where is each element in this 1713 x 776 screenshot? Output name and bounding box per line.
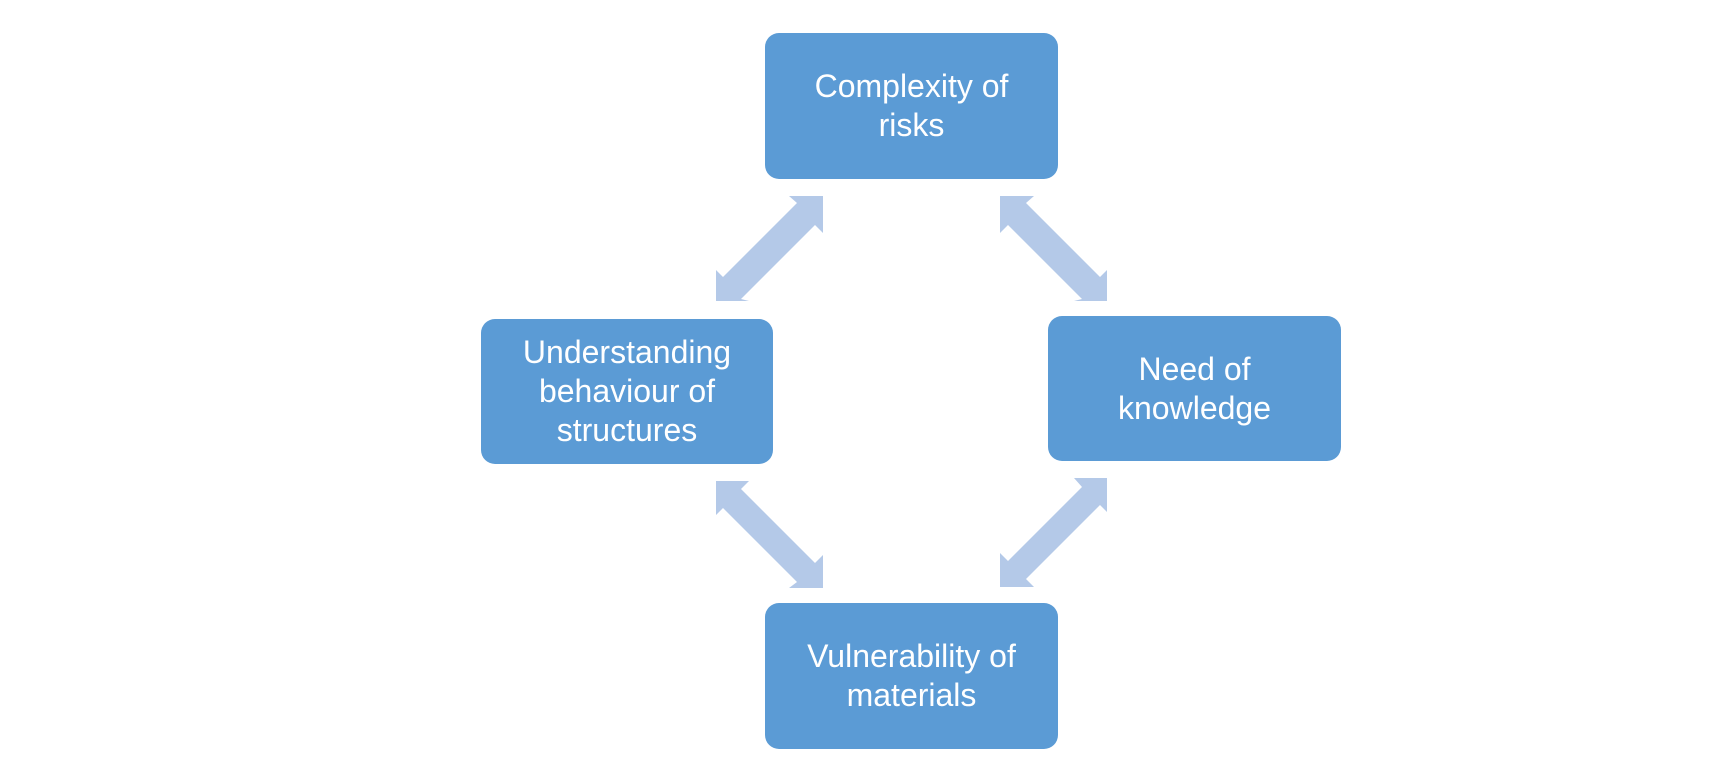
node-label-top: Complexity of risks	[814, 68, 1009, 143]
node-understanding-behaviour: Understanding behaviour of structures	[481, 319, 773, 464]
arrow-top-right	[1000, 196, 1107, 301]
node-label-right: Need of knowledge	[1118, 350, 1271, 426]
node-vulnerability-of-materials: Vulnerability of materials	[765, 603, 1058, 749]
node-label-bottom: Vulnerability of materials	[807, 638, 1016, 713]
arrow-left-bottom	[716, 481, 823, 588]
arrow-top-left	[716, 196, 823, 301]
node-label-left: Understanding behaviour of structures	[522, 334, 732, 448]
node-need-of-knowledge: Need of knowledge	[1048, 316, 1341, 461]
arrow-right-bottom	[1000, 478, 1107, 587]
node-complexity-of-risks: Complexity of risks	[765, 33, 1058, 179]
